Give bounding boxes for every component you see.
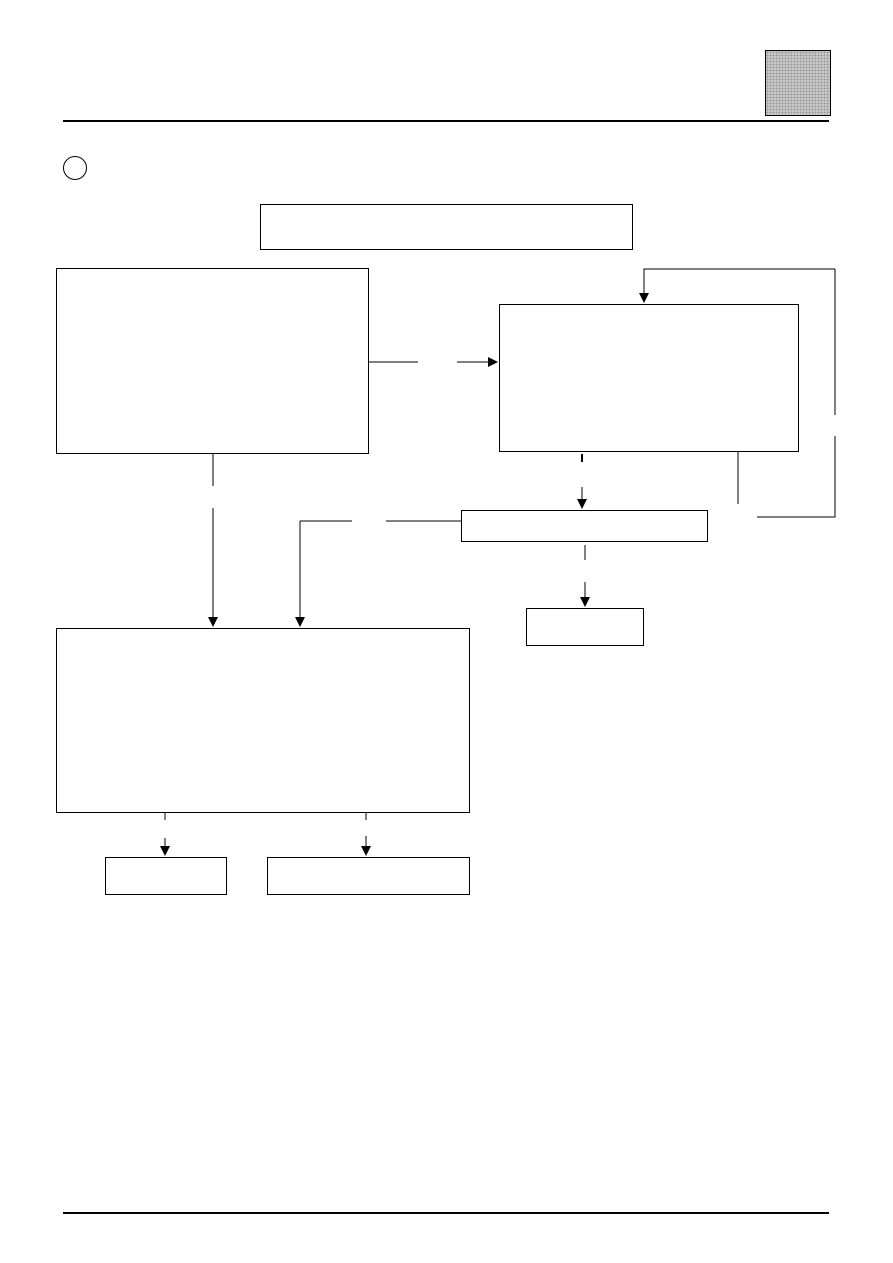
header-rule — [63, 120, 829, 122]
process-box-right — [499, 304, 799, 452]
outcome-box-middle — [267, 857, 470, 895]
footer-rule — [63, 1212, 829, 1214]
outcome-box-right — [526, 608, 644, 646]
decision-box — [461, 510, 708, 542]
step-number-circle — [63, 156, 87, 180]
process-box-bottom — [56, 628, 470, 813]
connector-loop-d — [639, 268, 835, 303]
section-tab-marker — [765, 50, 831, 116]
connector-loop-b — [757, 436, 836, 518]
process-box-left — [56, 268, 369, 454]
title-box — [260, 204, 633, 250]
outcome-box-left — [105, 857, 227, 895]
